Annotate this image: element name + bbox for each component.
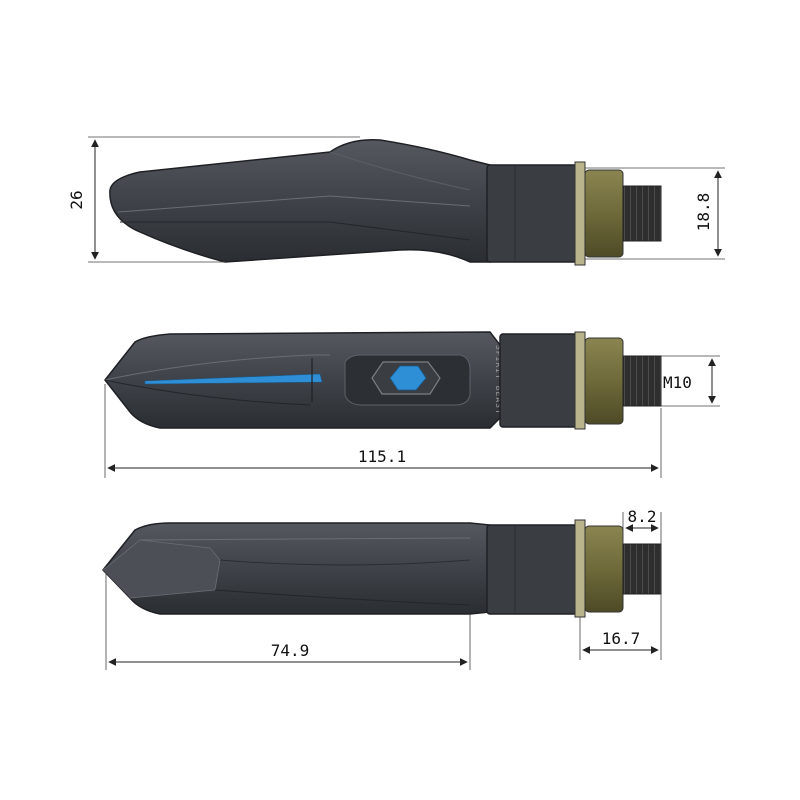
bottom-view-stem <box>486 524 578 615</box>
dim-115-label: 115.1 <box>358 447 406 466</box>
bottom-view: 8.2 74.9 16.7 <box>102 507 662 670</box>
top-view-stem <box>499 333 578 428</box>
side-view-stem <box>486 164 578 263</box>
blue-gem <box>389 365 427 391</box>
side-view: 26 18.8 <box>67 136 725 266</box>
dim-8-2-label: 8.2 <box>628 507 657 526</box>
top-view-thread <box>622 355 662 407</box>
bottom-view-facet <box>102 539 221 599</box>
brand-text: SPIRIT BEAST <box>494 345 503 415</box>
bottom-view-edge-line <box>219 559 471 566</box>
top-view-edge-line <box>104 379 311 406</box>
side-view-nut <box>584 169 624 258</box>
light-strip <box>144 373 323 385</box>
side-view-thread <box>622 185 662 242</box>
dim-18-8-label: 18.8 <box>694 193 713 232</box>
dim-74-9-label: 74.9 <box>271 641 310 660</box>
dim-m10-label: M10 <box>663 373 692 392</box>
top-view: SPIRIT BEAST M10 115.1 <box>104 331 720 478</box>
bottom-view-edge-line <box>214 589 471 606</box>
bottom-view-washer <box>574 519 586 618</box>
bottom-view-nut <box>584 525 624 613</box>
side-view-edge-line <box>117 195 471 213</box>
side-view-housing <box>109 139 491 263</box>
side-view-washer <box>574 161 586 266</box>
bottom-view-edge-line <box>139 537 471 541</box>
top-view-nut <box>584 337 624 425</box>
dim-26-label: 26 <box>67 190 86 209</box>
bottom-view-thread <box>622 543 662 595</box>
dim-16-7-label: 16.7 <box>602 629 641 648</box>
side-view-edge-line <box>329 151 471 191</box>
side-view-edge-line <box>120 221 471 241</box>
top-view-edge-line <box>104 354 330 381</box>
top-view-washer <box>574 331 586 430</box>
